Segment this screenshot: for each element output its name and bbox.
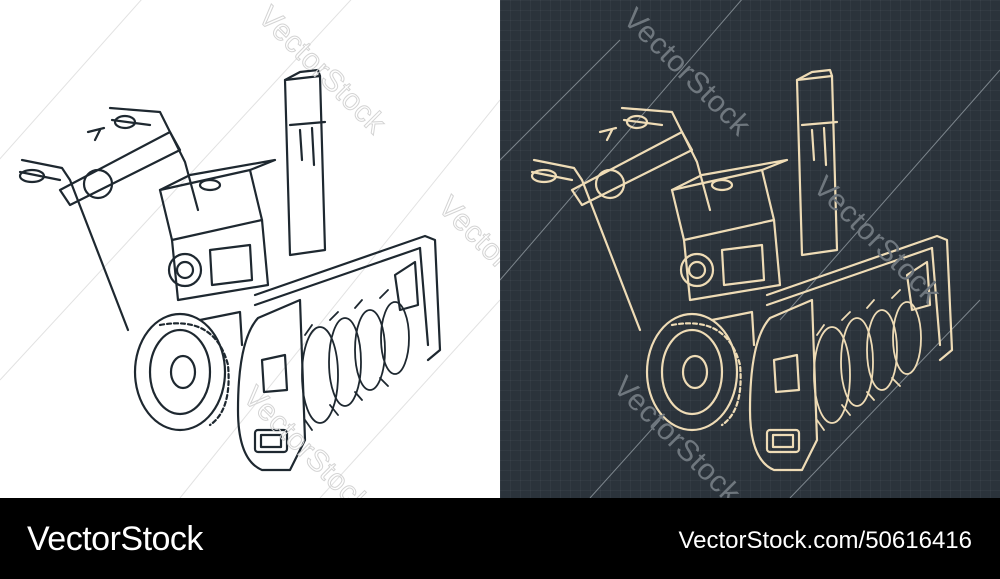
dark-illustration-panel: VectorStock VectorStock VectorStock [500, 0, 1000, 498]
snow-blower-drawing-light [0, 0, 500, 498]
brand-logo-text: VectorStock [27, 520, 203, 558]
image-id-url: VectorStock.com/50616416 [678, 527, 972, 554]
watermark-footer: VectorStock VectorStock.com/50616416 [0, 498, 1000, 579]
snow-blower-drawing-dark [500, 0, 1000, 498]
light-illustration-panel: VectorStock VectorStock VectorStock [0, 0, 500, 498]
